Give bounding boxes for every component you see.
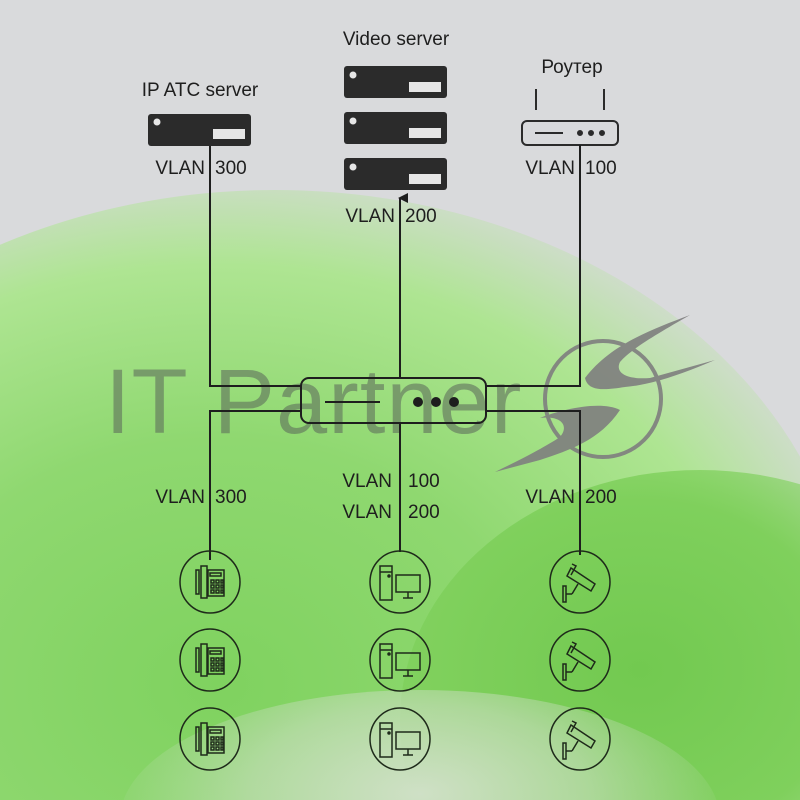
ip-phone-icon [179, 550, 241, 771]
server-stack-icon [344, 66, 447, 190]
router-title: Роутер [541, 57, 603, 78]
switch-icon [300, 377, 487, 424]
it-partner-logo-icon [495, 315, 715, 472]
ip-atc-server-title: IP ATC server [141, 80, 259, 101]
uplink-lines [209, 145, 581, 560]
cctv-camera-icon [549, 550, 611, 771]
router-icon [521, 89, 619, 146]
desktop-computer-icon [369, 550, 431, 771]
server-icon [148, 114, 251, 146]
video-server-title: Video server [342, 29, 450, 50]
